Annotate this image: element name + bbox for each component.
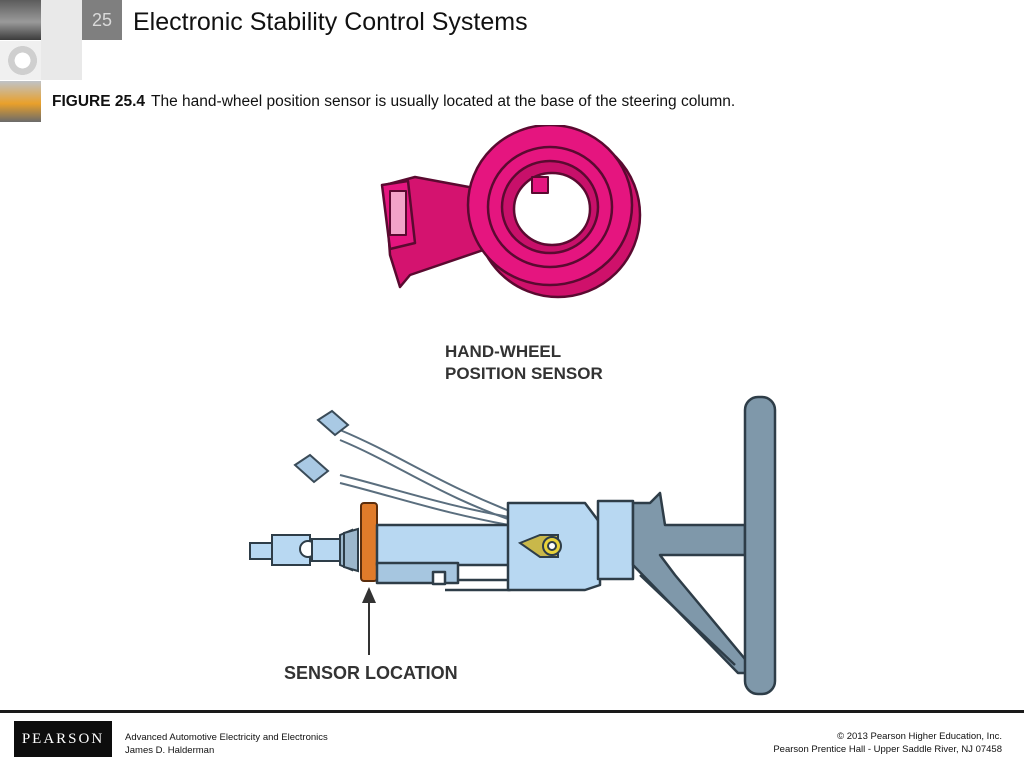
wheel-thumbnail xyxy=(0,41,41,80)
wire-connector-bottom xyxy=(293,453,330,484)
sensor-location-label: SENSOR LOCATION xyxy=(284,663,458,683)
header-thumbnails xyxy=(0,0,41,122)
car-thumbnail xyxy=(0,0,41,40)
chapter-number-badge: 25 xyxy=(82,0,122,40)
footer-book-info: Advanced Automotive Electricity and Elec… xyxy=(125,731,328,757)
footer-divider xyxy=(0,710,1024,713)
wire-connector-top xyxy=(316,409,350,437)
steering-wheel xyxy=(743,395,777,696)
figure-caption-text: The hand-wheel position sensor is usuall… xyxy=(151,93,736,110)
pearson-logo: PEARSON xyxy=(14,721,112,757)
steering-column-illustration: HAND-WHEEL POSITION SENSOR xyxy=(249,125,777,696)
footer-copyright: © 2013 Pearson Higher Education, Inc. Pe… xyxy=(773,730,1002,756)
wiring-harness xyxy=(339,429,526,529)
book-title: Advanced Automotive Electricity and Elec… xyxy=(125,732,328,743)
publisher-line: Pearson Prentice Hall - Upper Saddle Riv… xyxy=(773,744,1002,755)
sports-car-thumbnail xyxy=(0,81,41,122)
hand-wheel-position-sensor xyxy=(380,125,642,299)
sensor-ring xyxy=(360,502,378,582)
lower-shaft xyxy=(249,527,359,573)
sensor-label-line1: HAND-WHEEL xyxy=(445,342,561,361)
book-author: James D. Halderman xyxy=(125,745,215,756)
sensor-location-arrow xyxy=(362,587,376,655)
ignition-cylinder xyxy=(517,534,562,558)
figure-label: FIGURE 25.4 xyxy=(52,93,146,110)
figure-caption: FIGURE 25.4 The hand-wheel position senso… xyxy=(52,93,735,111)
slide-title: Electronic Stability Control Systems xyxy=(133,8,528,36)
steering-column xyxy=(375,491,752,675)
copyright-line: © 2013 Pearson Higher Education, Inc. xyxy=(837,731,1002,742)
header-strip xyxy=(41,0,82,80)
sensor-label-line2: POSITION SENSOR xyxy=(445,364,603,383)
